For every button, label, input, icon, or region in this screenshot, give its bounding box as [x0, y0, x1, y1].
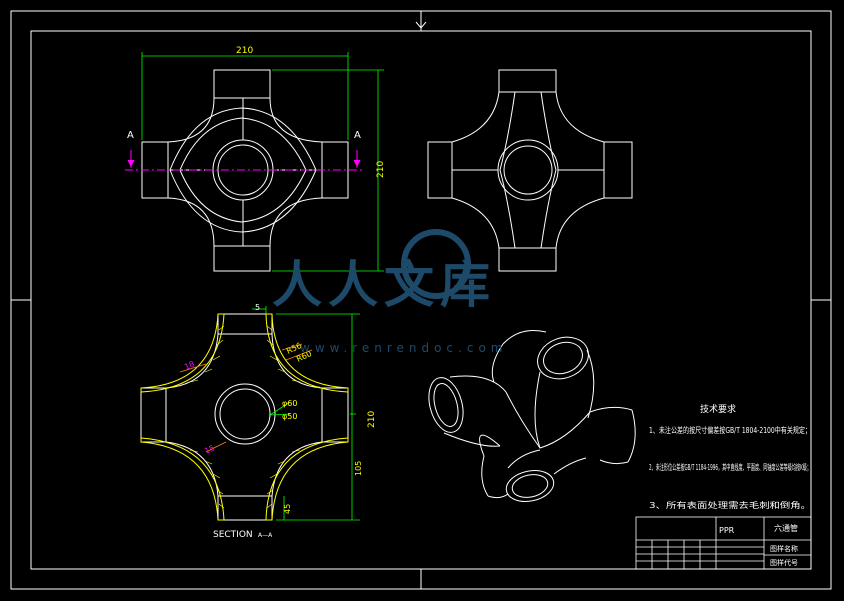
section-hatch: [140, 313, 349, 521]
watermark-ring: [401, 229, 471, 299]
radius-leaders: [179, 343, 313, 453]
note-2: 2、未注形位公差按GB/T 1184-1996，其中直线度、平面度、同轴度公差等…: [649, 462, 811, 472]
dim-wall-5: 5: [255, 303, 260, 312]
watermark-logo-text: 人人文库: [272, 256, 496, 314]
side-view: [427, 69, 633, 272]
dim-section-height: 210: [367, 411, 377, 428]
title-material: PPR: [719, 526, 735, 535]
section-title-suffix: A—A: [258, 532, 273, 539]
dim-width-210: 210: [236, 46, 253, 56]
isometric-view: [428, 330, 636, 502]
title-block: [635, 516, 812, 570]
section-line: [125, 150, 362, 171]
dim-end: 45: [283, 504, 292, 514]
note-3: 3、所有表面处理需去毛刺和倒角。: [649, 500, 811, 510]
section-mark-left: A: [127, 130, 134, 141]
technical-notes: 技术要求 1、未注公差的按尺寸偏差按GB/T 1804-2100中有关规定； 2…: [649, 403, 811, 510]
dim-height-210: 210: [376, 161, 386, 178]
title-drawing-name-label: 图样名称: [770, 544, 798, 553]
dim-d50: φ50: [282, 412, 297, 421]
dim-side-b: 15: [203, 443, 216, 455]
note-1: 1、未注公差的按尺寸偏差按GB/T 1804-2100中有关规定；: [649, 425, 811, 435]
watermark: 人人文库 www.renrendoc.com: [272, 229, 507, 355]
watermark-url: www.renrendoc.com: [300, 341, 507, 355]
section-dimensions: [252, 306, 360, 521]
dim-d60: φ60: [282, 399, 297, 408]
top-view-dimensions: [141, 52, 384, 272]
notes-title: 技术要求: [700, 403, 736, 415]
hatch-lines: [169, 325, 321, 509]
title-drawing-code-label: 图样代号: [770, 558, 798, 567]
section-mark-right: A: [354, 130, 361, 141]
section-title: SECTION: [213, 530, 253, 540]
dim-side-a: 18: [183, 359, 196, 371]
sheet-frame: [10, 10, 832, 590]
dim-half: 105: [354, 461, 363, 476]
title-part-name: 六通管: [774, 523, 798, 533]
